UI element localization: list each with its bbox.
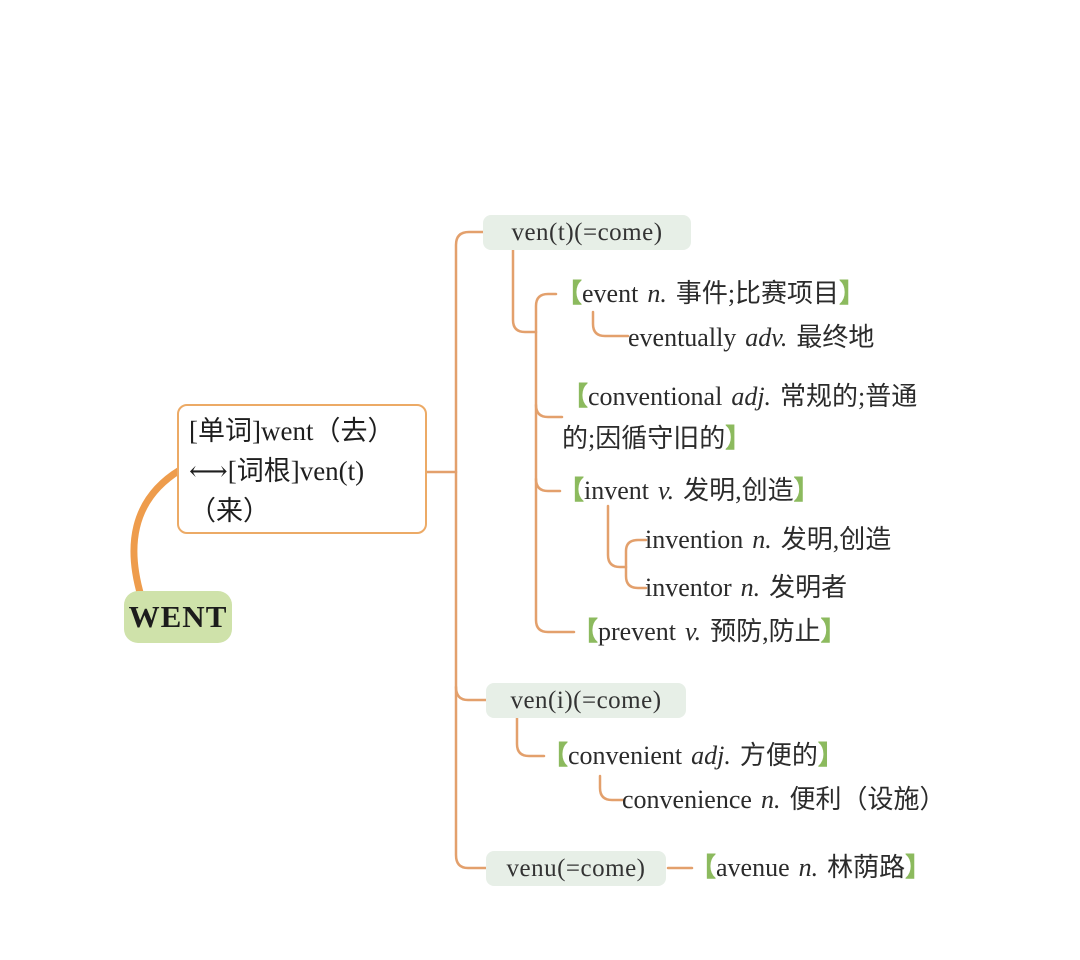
word-zh: 事件;比赛项目 xyxy=(675,279,840,308)
word-en: event xyxy=(582,279,639,308)
word-zh: 林荫路 xyxy=(827,853,906,882)
entry-inventor: inventor n. 发明者 xyxy=(645,571,847,605)
entry-prevent: 【prevent v. 预防,防止】 xyxy=(572,615,847,649)
bracket-close: 】 xyxy=(793,476,820,505)
word-pos: adj. xyxy=(691,741,731,770)
entry-avenue: 【avenue n. 林荫路】 xyxy=(690,851,931,885)
word-pos: n. xyxy=(752,525,772,554)
word-zh: 方便的 xyxy=(739,741,818,770)
vent-drop xyxy=(511,248,538,334)
bracket-open: 【 xyxy=(572,617,599,646)
word-en: prevent xyxy=(598,617,676,646)
word-pos: n. xyxy=(760,785,781,814)
word-en: invent xyxy=(584,476,650,505)
word-pos: v. xyxy=(684,617,702,646)
word-en: convenient xyxy=(568,741,683,770)
bracket-close: 】 xyxy=(905,853,932,882)
branch-node-veni: ven(i)(=come) xyxy=(486,683,686,718)
invent-drop xyxy=(606,504,628,569)
word-pos: n. xyxy=(740,573,761,602)
word-zh-line1: 常规的;普通 xyxy=(780,382,918,411)
event-to-eventually xyxy=(591,310,630,338)
entry-invent: 【invent v. 发明,创造】 xyxy=(558,474,820,508)
veni-to-convenient xyxy=(515,716,546,758)
bracket-close: 】 xyxy=(820,617,847,646)
root-node-went: WENT xyxy=(124,591,232,643)
word-en: invention xyxy=(645,525,744,554)
convenient-to-convenience xyxy=(598,774,626,802)
word-pos: v. xyxy=(658,476,675,505)
invention-inventor-bracket xyxy=(624,538,648,590)
bracket-close: 】 xyxy=(839,279,866,308)
invent-elbow xyxy=(534,477,562,493)
word-zh-line2: 的;因循守旧的 xyxy=(562,424,726,453)
main-trunk xyxy=(454,230,488,870)
word-zh: 便利（设施） xyxy=(789,785,946,814)
word-pos: n. xyxy=(647,279,667,308)
entry-invention: invention n. 发明,创造 xyxy=(645,523,891,557)
word-en: conventional xyxy=(588,382,723,411)
definition-line-3: （来） xyxy=(189,496,270,526)
bracket-close: 】 xyxy=(817,741,844,770)
bracket-open: 【 xyxy=(542,741,569,770)
definition-line-1: [单词]went（去） xyxy=(189,416,395,446)
word-zh: 最终地 xyxy=(796,323,875,352)
branch-node-vent: ven(t)(=come) xyxy=(483,215,691,250)
definition-line-2: ⟷[词根]ven(t) xyxy=(189,456,365,486)
entry-convenience: convenience n. 便利（设施） xyxy=(622,783,945,817)
bracket-open: 【 xyxy=(562,382,589,411)
word-zh: 预防,防止 xyxy=(710,617,821,646)
word-zh: 发明者 xyxy=(769,573,848,602)
definition-box: [单词]went（去） ⟷[词根]ven(t) （来） xyxy=(177,404,427,534)
bracket-open: 【 xyxy=(556,279,583,308)
word-zh: 发明,创造 xyxy=(780,525,892,554)
word-pos: adv. xyxy=(745,323,788,352)
vent-children-spine xyxy=(534,292,576,634)
bracket-open: 【 xyxy=(690,853,717,882)
word-en: eventually xyxy=(628,323,737,352)
word-pos: adj. xyxy=(731,382,772,411)
entry-event: 【event n. 事件;比赛项目】 xyxy=(556,277,865,311)
word-en: inventor xyxy=(645,573,732,602)
word-en: convenience xyxy=(622,785,752,814)
veni-elbow xyxy=(454,685,488,702)
word-pos: n. xyxy=(798,853,819,882)
word-en: avenue xyxy=(716,853,790,882)
entry-eventually: eventually adv. 最终地 xyxy=(628,321,874,355)
bracket-close: 】 xyxy=(725,424,752,453)
branch-node-venu: venu(=come) xyxy=(486,851,666,886)
root-curve-connector xyxy=(130,466,184,600)
entry-conventional: 【conventional adj. 常规的;普通的;因循守旧的】 xyxy=(562,376,917,460)
word-zh: 发明,创造 xyxy=(683,476,794,505)
bracket-open: 【 xyxy=(558,476,585,505)
entry-convenient: 【convenient adj. 方便的】 xyxy=(542,739,844,773)
conventional-elbow xyxy=(534,403,564,419)
